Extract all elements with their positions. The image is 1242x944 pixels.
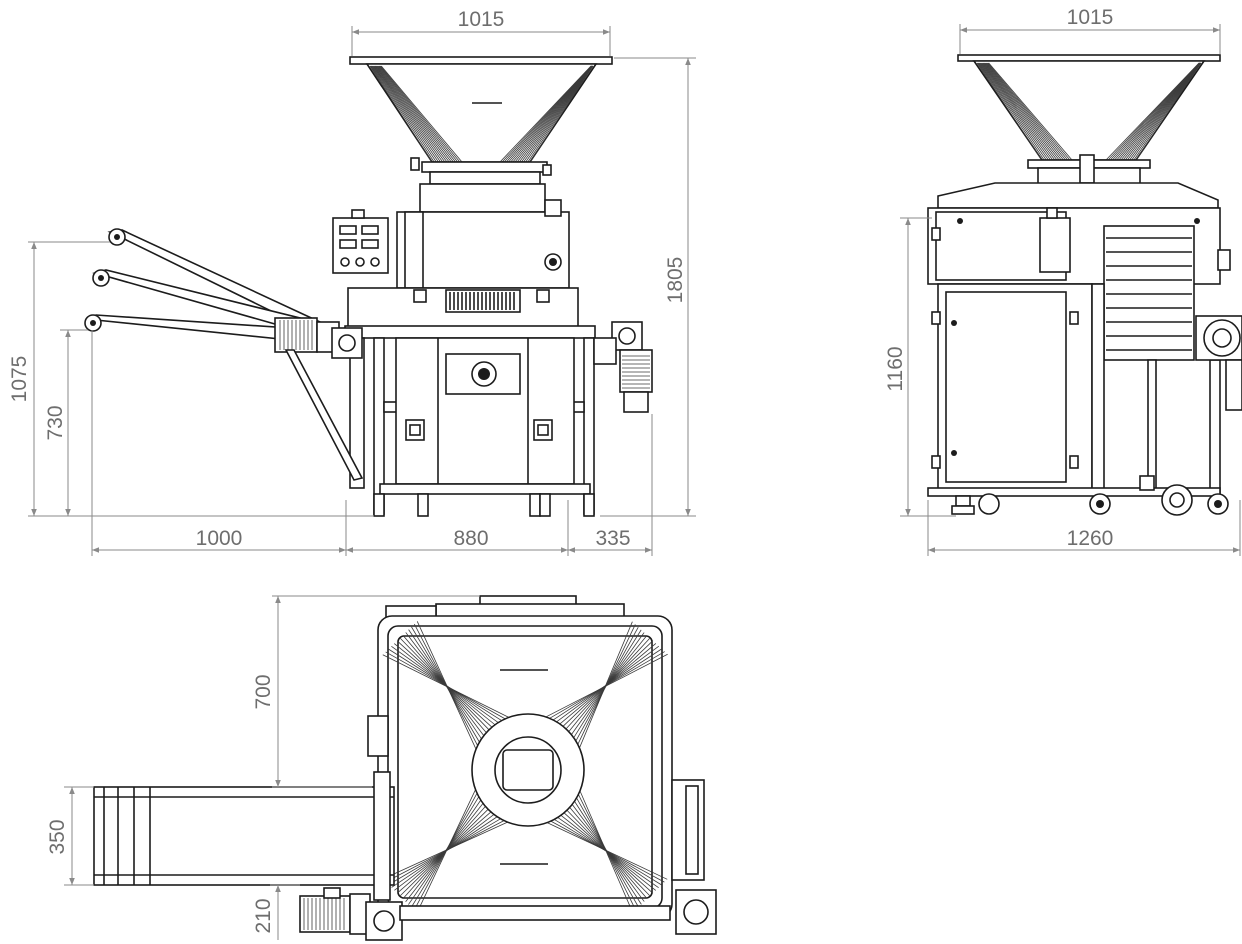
control-panel [332, 209, 389, 274]
front-housing [347, 183, 579, 329]
dim-top-offset-210: 210 [252, 898, 275, 933]
dim-top-depth-700: 700 [252, 674, 275, 709]
dim-side-width-1260: 1260 [1067, 527, 1114, 550]
top-motor [299, 887, 717, 941]
side-view [927, 54, 1242, 516]
front-conveyor-arms [84, 228, 364, 481]
dim-side-height-1160: 1160 [884, 346, 907, 391]
dim-front-hopper-width: 1015 [458, 8, 505, 31]
dim-front-total-height: 1805 [664, 257, 687, 304]
dim-front-width-335: 335 [595, 527, 630, 550]
front-view [84, 56, 653, 517]
dim-top-belt-350: 350 [46, 819, 69, 854]
dim-front-width-880: 880 [453, 527, 488, 550]
front-frame [344, 325, 596, 517]
dim-front-width-1000: 1000 [196, 527, 243, 550]
dim-front-height-730: 730 [44, 405, 67, 440]
dimension-labels: 1015 1015 1805 1075 730 1000 880 335 116… [8, 6, 1113, 934]
dim-front-height-1075: 1075 [8, 356, 31, 403]
side-wheels [951, 484, 1229, 516]
top-frame [367, 595, 705, 919]
top-conveyor [93, 771, 395, 901]
side-hopper [957, 54, 1221, 185]
dimension-lines [28, 24, 1241, 940]
dim-side-hopper-width: 1015 [1067, 6, 1114, 29]
side-body [927, 182, 1242, 497]
top-view [93, 595, 717, 941]
front-right-motor [593, 321, 653, 413]
front-hopper [349, 56, 613, 185]
